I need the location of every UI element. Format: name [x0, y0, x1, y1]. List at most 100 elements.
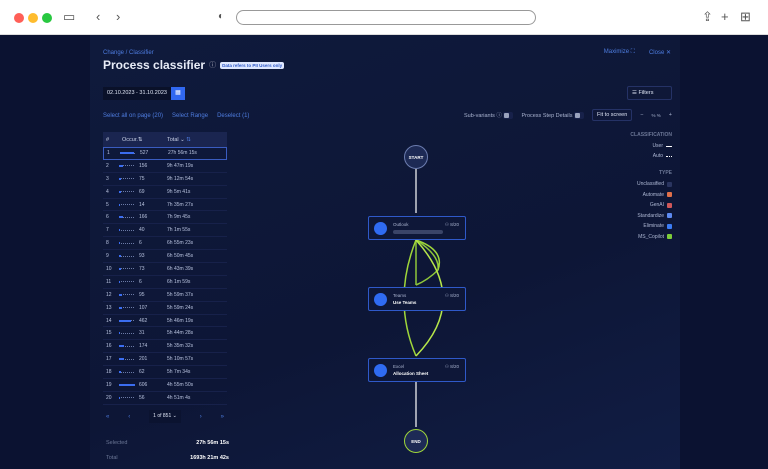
page-select[interactable]: 1 of 851 ⌄	[149, 410, 181, 423]
occurrence-bar	[119, 293, 135, 296]
table-row[interactable]: 3 75 9h 12m 54s	[103, 173, 227, 186]
row-occurrences: 527	[140, 150, 149, 157]
row-occurrences: 95	[139, 291, 145, 298]
toggle-switch[interactable]	[574, 111, 585, 119]
close-window-button[interactable]	[14, 13, 24, 23]
table-row[interactable]: 15 31 5h 44m 28s	[103, 327, 227, 341]
app-icon	[374, 222, 387, 235]
node-user-count: ⚇ 8/20	[445, 222, 459, 228]
zoom-out-button[interactable]: −	[640, 112, 644, 118]
table-row[interactable]: 2 156 9h 47m 19s	[103, 160, 227, 173]
chevron-down-icon[interactable]: ⌄	[180, 136, 185, 143]
info-icon[interactable]: ⓘ	[209, 62, 217, 69]
table-row[interactable]: 10 73 6h 43m 39s	[103, 263, 227, 276]
table-row[interactable]: 20 56 4h 51m 4s	[103, 392, 227, 405]
selection-links: Select all on page (20) Select Range Des…	[103, 113, 249, 119]
sidebar-icon[interactable]: ▭	[63, 9, 76, 24]
breadcrumb[interactable]: Change / Classifier	[103, 50, 154, 56]
edge-outlook-teams-alt	[415, 239, 439, 286]
sub-variants-toggle[interactable]: Sub-variants ⓘ	[463, 111, 514, 120]
table-row[interactable]: 11 6 6h 1m 59s	[103, 276, 227, 289]
step-details-toggle[interactable]: Process Step Details	[521, 111, 585, 119]
calendar-button[interactable]: ▦	[170, 87, 185, 100]
select-range-link[interactable]: Select Range	[172, 113, 209, 119]
table-row[interactable]: 6 166 7h 9m 45s	[103, 211, 227, 225]
occurrence-bar	[119, 345, 135, 348]
end-node[interactable]: END	[404, 429, 428, 453]
table-row[interactable]: 16 174 5h 35m 32s	[103, 340, 227, 354]
row-occurrences: 462	[139, 317, 148, 324]
table-row[interactable]: 18 62 5h 7m 34s	[103, 366, 227, 380]
sub-variants-label: Sub-variants	[463, 112, 495, 119]
fit-to-screen-button[interactable]: Fit to screen	[592, 109, 633, 121]
node-app: Excel	[393, 364, 405, 369]
row-number: 4	[106, 188, 109, 195]
row-total: 5h 7m 34s	[167, 369, 191, 376]
table-row[interactable]: 12 95 5h 59m 37s	[103, 289, 227, 302]
date-range-input[interactable]: 02.10.2023 - 31.10.2023	[103, 87, 171, 100]
table-row[interactable]: 19 606 4h 55m 50s	[103, 379, 227, 392]
column-total[interactable]: Total ⌄ ⇅	[167, 137, 227, 143]
address-bar[interactable]	[236, 10, 536, 25]
table-row[interactable]: 17 201 5h 10m 57s	[103, 353, 227, 367]
table-row[interactable]: 7 40 7h 1m 55s	[103, 224, 227, 238]
table-row[interactable]: 13 107 5h 59m 24s	[103, 302, 227, 315]
row-total: 6h 50m 45s	[167, 253, 194, 260]
first-page-button[interactable]: «	[106, 413, 110, 420]
window-actions: Maximize ⛶ Close ✕	[604, 49, 671, 56]
share-icon[interactable]: ⇪	[702, 9, 713, 24]
row-occurrences: 107	[139, 304, 148, 311]
occurrence-bar	[119, 383, 135, 386]
next-page-button[interactable]: ›	[199, 413, 202, 420]
total-label: Total	[167, 136, 179, 143]
legend-type: GenAI	[650, 202, 672, 208]
zoom-window-button[interactable]	[42, 13, 52, 23]
back-icon[interactable]: ‹	[96, 9, 101, 24]
count-label: 8/20	[450, 293, 459, 298]
new-tab-icon[interactable]: +	[721, 9, 729, 24]
table-row[interactable]: 9 93 6h 50m 45s	[103, 250, 227, 264]
filters-label: Filters	[638, 90, 654, 96]
start-node[interactable]: START	[404, 145, 428, 169]
row-number: 11	[106, 278, 112, 285]
row-number: 13	[106, 304, 112, 311]
tab-overview-icon[interactable]: ⊞	[740, 9, 751, 24]
shield-icon: ◐	[218, 11, 225, 22]
node-app: Teams	[393, 293, 407, 298]
table-row[interactable]: 14 462 5h 46m 19s	[103, 315, 227, 328]
close-label: Close	[648, 50, 665, 56]
table-row[interactable]: 4 69 9h 5m 41s	[103, 186, 227, 199]
row-occurrences: 6	[139, 278, 142, 285]
deselect-link[interactable]: Deselect (1)	[217, 113, 250, 119]
column-occurrences[interactable]: Occur.⇅	[122, 136, 143, 143]
row-number: 19	[106, 381, 112, 388]
total-value: 1693h 21m 42s	[190, 455, 229, 461]
type-title: TYPE	[658, 170, 672, 176]
minimize-window-button[interactable]	[28, 13, 38, 23]
table-row[interactable]: 5 14 7h 35m 27s	[103, 199, 227, 212]
close-button[interactable]: Close ✕	[649, 49, 671, 56]
filters-button[interactable]: ☰ Filters	[627, 86, 672, 100]
zoom-in-button[interactable]: +	[668, 112, 672, 118]
row-total: 4h 55m 50s	[167, 381, 194, 388]
row-number: 16	[106, 343, 112, 350]
row-total: 7h 35m 27s	[167, 201, 194, 208]
select-all-link[interactable]: Select all on page (20)	[103, 113, 164, 119]
row-number: 7	[106, 227, 109, 234]
maximize-button[interactable]: Maximize ⛶	[604, 49, 635, 56]
table-row[interactable]: 8 6 6h 55m 23s	[103, 237, 227, 251]
sort-icon[interactable]: ⇅	[186, 136, 191, 143]
node-user-count: ⚇ 8/20	[445, 364, 459, 370]
toggle-switch[interactable]	[503, 112, 514, 120]
row-total: 5h 59m 37s	[167, 291, 194, 298]
table-row[interactable]: 1 527 27h 56m 15s	[103, 147, 227, 160]
last-page-button[interactable]: »	[220, 413, 224, 420]
close-icon: ✕	[665, 50, 671, 56]
process-node[interactable]: Outlook⚇ 8/20	[368, 216, 466, 240]
prev-page-button[interactable]: ‹	[128, 413, 131, 420]
row-total: 6h 55m 23s	[167, 240, 194, 247]
legend-type-label: MS_Copilot	[638, 233, 664, 240]
forward-icon[interactable]: ›	[116, 9, 121, 24]
